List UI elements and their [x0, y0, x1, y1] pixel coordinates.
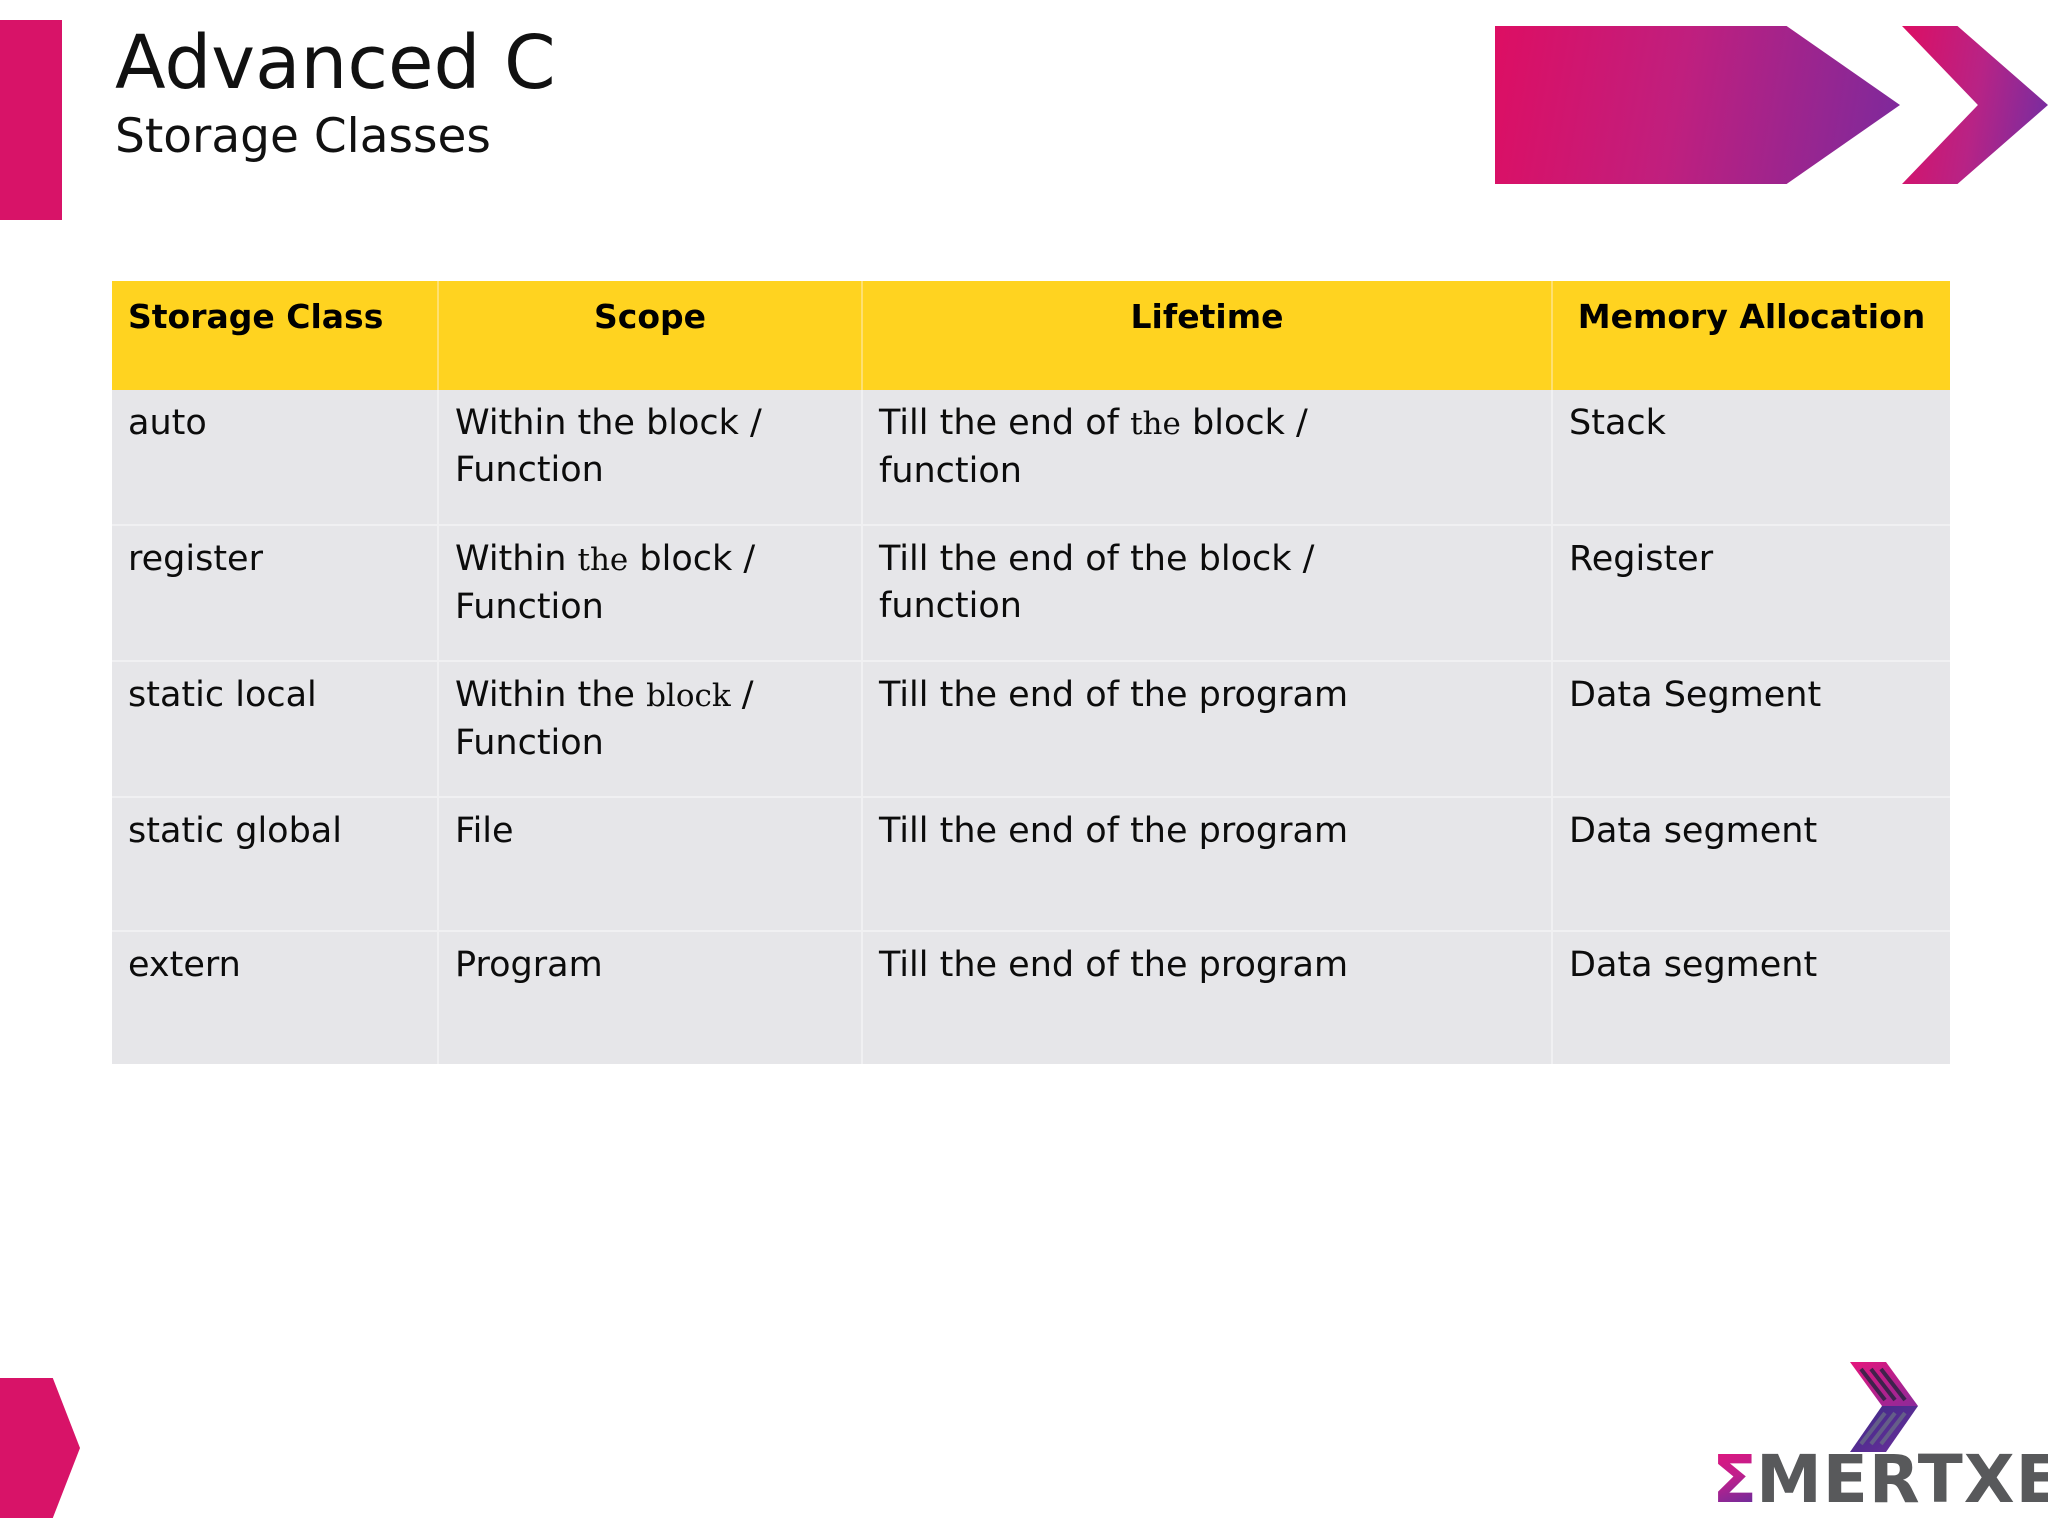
cell-memory-allocation: Data segment: [1552, 797, 1950, 932]
lifetime-line-2: function: [879, 451, 1022, 491]
page-title: Advanced C: [115, 20, 556, 106]
cell-storage-class: extern: [112, 931, 439, 1064]
table-header-row: Storage Class Scope Lifetime Memory Allo…: [112, 281, 1950, 390]
storage-classes-table: Storage Class Scope Lifetime Memory Allo…: [112, 281, 1950, 1064]
cell-storage-class: register: [112, 525, 439, 662]
scope-line-2: Function: [455, 587, 604, 627]
lifetime-line-1: Till the end of the block /: [879, 539, 1315, 579]
scope-line-2: Function: [455, 723, 604, 763]
cell-storage-class: auto: [112, 390, 439, 526]
scope-line-2: Function: [455, 450, 604, 490]
cell-lifetime: Till the end of the block / function: [862, 525, 1553, 662]
table-body: auto Within the block / Function Till th…: [112, 390, 1950, 1064]
cell-scope: Within the block / Function: [438, 390, 863, 526]
gradient-banner-top-right: [1495, 26, 1900, 184]
cell-scope: Within the block / Function: [438, 661, 863, 798]
cell-memory-allocation: Register: [1552, 525, 1950, 662]
title-block: Advanced C Storage Classes: [115, 22, 1395, 166]
cell-memory-allocation: Data Segment: [1552, 661, 1950, 798]
table-row: static local Within the block / Function…: [112, 661, 1950, 798]
table-row: register Within the block / Function Til…: [112, 525, 1950, 662]
serif-the: the: [577, 542, 629, 578]
logo-sigma-glyph: Σ: [1712, 1441, 1757, 1518]
cell-lifetime: Till the end of the program: [862, 661, 1553, 798]
column-header-scope: Scope: [438, 281, 863, 390]
cell-memory-allocation: Stack: [1552, 390, 1950, 526]
lifetime-line-2: function: [879, 586, 1022, 626]
gradient-chevron-icon-top-right: [1902, 26, 2048, 184]
table-row: auto Within the block / Function Till th…: [112, 390, 1950, 526]
storage-classes-table-wrapper: Storage Class Scope Lifetime Memory Allo…: [112, 281, 1950, 1064]
serif-block: block: [646, 678, 731, 714]
cell-memory-allocation: Data segment: [1552, 931, 1950, 1064]
table-row: static global File Till the end of the p…: [112, 797, 1950, 932]
pink-arrow-bottom-left: [0, 1378, 80, 1518]
cell-scope: File: [438, 797, 863, 932]
column-header-memory-allocation: Memory Allocation: [1552, 281, 1950, 390]
cell-scope: Within the block / Function: [438, 525, 863, 662]
scope-line-1: Within the block /: [455, 539, 756, 579]
logo-word-text: MERTXE: [1756, 1441, 2048, 1518]
scope-line-1: Within the block /: [455, 403, 762, 443]
scope-line-1: Within the block /: [455, 675, 754, 715]
cell-storage-class: static global: [112, 797, 439, 932]
table-header: Storage Class Scope Lifetime Memory Allo…: [112, 281, 1950, 390]
cell-lifetime: Till the end of the block / function: [862, 390, 1553, 526]
table-row: extern Program Till the end of the progr…: [112, 931, 1950, 1064]
cell-lifetime: Till the end of the program: [862, 931, 1553, 1064]
page-subtitle: Storage Classes: [115, 109, 491, 164]
cell-lifetime: Till the end of the program: [862, 797, 1553, 932]
column-header-storage-class: Storage Class: [112, 281, 439, 390]
cell-scope: Program: [438, 931, 863, 1064]
column-header-lifetime: Lifetime: [862, 281, 1553, 390]
pink-accent-bar-top-left: [0, 20, 62, 220]
serif-the: the: [1130, 406, 1181, 442]
logo-chevron-icon: [1850, 1362, 1918, 1452]
cell-storage-class: static local: [112, 661, 439, 798]
lifetime-line-1: Till the end of the block /: [879, 403, 1308, 443]
